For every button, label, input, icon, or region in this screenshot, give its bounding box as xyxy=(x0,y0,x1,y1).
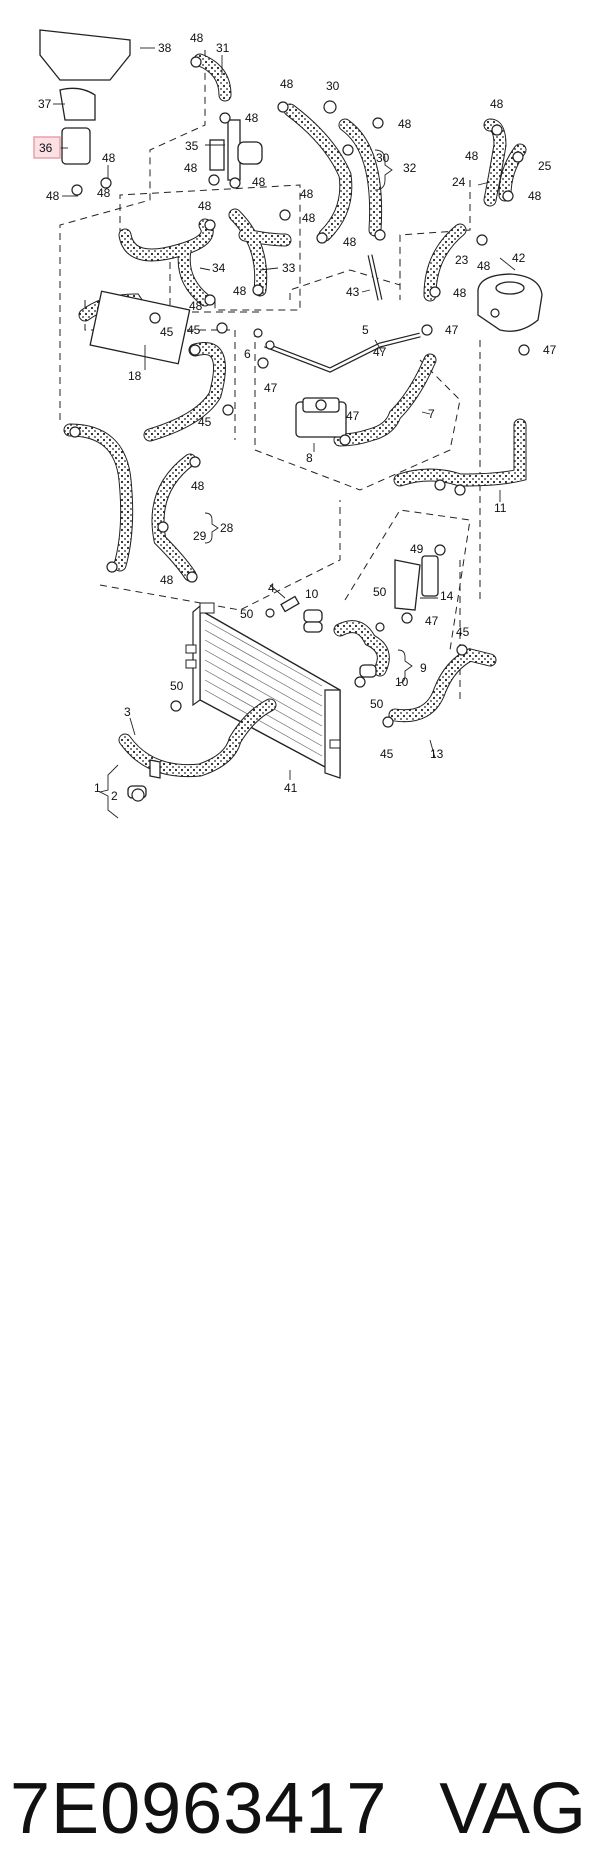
callout-9: 9 xyxy=(420,661,427,675)
callout-48: 48 xyxy=(528,189,542,203)
callout-43: 43 xyxy=(346,285,360,299)
callout-47: 47 xyxy=(425,614,439,628)
callout-48: 48 xyxy=(160,573,174,587)
callout-50: 50 xyxy=(373,585,387,599)
callout-35: 35 xyxy=(185,139,199,153)
callout-48: 48 xyxy=(343,235,357,249)
hose-clamps xyxy=(69,56,530,802)
callout-36: 36 xyxy=(39,141,53,155)
callout-32: 32 xyxy=(403,161,417,175)
callout-10: 10 xyxy=(305,587,319,601)
callout-48: 48 xyxy=(245,111,259,125)
callout-25: 25 xyxy=(538,159,552,173)
group-outlines xyxy=(59,50,481,700)
part-number-label: 7E0963417 xyxy=(10,1769,388,1849)
callout-48: 48 xyxy=(233,284,247,298)
callout-28: 28 xyxy=(220,521,234,535)
callout-23: 23 xyxy=(455,253,469,267)
callout-6: 6 xyxy=(244,347,251,361)
highlight-box xyxy=(33,136,61,159)
callout-29: 29 xyxy=(193,529,207,543)
callout-47: 47 xyxy=(264,381,278,395)
callout-47: 47 xyxy=(543,343,557,357)
callout-50: 50 xyxy=(170,679,184,693)
callout-48: 48 xyxy=(300,187,314,201)
callout-48: 48 xyxy=(302,211,316,225)
callout-48: 48 xyxy=(184,161,198,175)
radiator xyxy=(185,602,341,779)
callout-47: 47 xyxy=(373,345,387,359)
callout-48: 48 xyxy=(97,186,111,200)
callout-49: 49 xyxy=(410,542,424,556)
callout-48: 48 xyxy=(477,259,491,273)
callout-47: 47 xyxy=(445,323,459,337)
callout-48: 48 xyxy=(252,175,266,189)
callout-48: 48 xyxy=(490,97,504,111)
callout-8: 8 xyxy=(306,451,313,465)
callout-2: 2 xyxy=(111,789,118,803)
callout-45: 45 xyxy=(198,415,212,429)
callout-48: 48 xyxy=(198,199,212,213)
callout-48: 48 xyxy=(453,286,467,300)
callout-7: 7 xyxy=(428,407,435,421)
callout-48: 48 xyxy=(46,189,60,203)
callout-1: 1 xyxy=(94,781,101,795)
callout-30: 30 xyxy=(376,151,390,165)
callout-24: 24 xyxy=(452,175,466,189)
callout-48: 48 xyxy=(102,151,116,165)
callout-48: 48 xyxy=(465,149,479,163)
callout-13: 13 xyxy=(430,747,444,761)
callout-labels: 38 31 48 37 36 48 48 35 48 48 48 30 48 4… xyxy=(38,31,557,803)
callout-48: 48 xyxy=(398,117,412,131)
callout-42: 42 xyxy=(512,251,526,265)
callout-48: 48 xyxy=(280,77,294,91)
callout-50: 50 xyxy=(370,697,384,711)
callout-18: 18 xyxy=(128,369,142,383)
callout-33: 33 xyxy=(282,261,296,275)
callout-3: 3 xyxy=(124,705,131,719)
callout-45: 45 xyxy=(380,747,394,761)
callout-48: 48 xyxy=(189,299,203,313)
callout-41: 41 xyxy=(284,781,298,795)
callout-11: 11 xyxy=(494,501,507,515)
callout-14: 14 xyxy=(440,589,454,603)
callout-45: 45 xyxy=(187,323,201,337)
callout-48: 48 xyxy=(190,31,204,45)
grouping-brackets xyxy=(98,149,413,819)
callout-47: 47 xyxy=(346,409,360,423)
callout-45: 45 xyxy=(160,325,174,339)
callout-37: 37 xyxy=(38,97,52,111)
callout-38: 38 xyxy=(158,41,172,55)
callout-45: 45 xyxy=(456,625,470,639)
callout-5: 5 xyxy=(362,323,369,337)
callout-50: 50 xyxy=(240,607,254,621)
callout-31: 31 xyxy=(216,41,230,55)
caption-bar: 7E0963417 VAG xyxy=(0,880,600,1849)
callout-48: 48 xyxy=(191,479,205,493)
leader-lines xyxy=(53,47,516,780)
brand-label: VAG xyxy=(439,1769,586,1849)
callout-30: 30 xyxy=(326,79,340,93)
cooling-system-exploded-diagram: 38 31 48 37 36 48 48 35 48 48 48 30 48 4… xyxy=(33,29,557,819)
callout-34: 34 xyxy=(212,261,226,275)
callout-4: 4 xyxy=(268,581,275,595)
